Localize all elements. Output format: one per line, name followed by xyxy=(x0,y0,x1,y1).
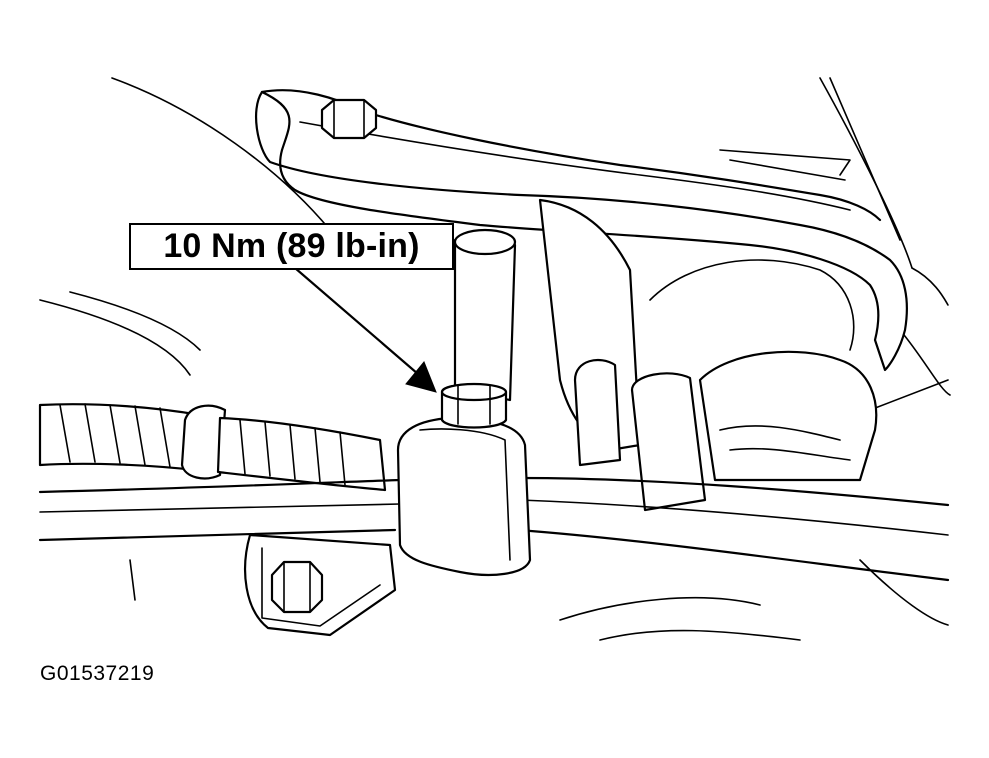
figure-id: G01537219 xyxy=(40,662,155,685)
torque-spec-label: 10 Nm (89 lb-in) xyxy=(163,227,420,265)
callout-leader-arrow xyxy=(293,266,437,393)
torque-callout-box: 10 Nm (89 lb-in) xyxy=(129,223,454,270)
corrugated-hose xyxy=(38,403,387,492)
arrowhead xyxy=(405,361,437,393)
clip-bolt xyxy=(440,382,508,429)
top-bolt xyxy=(320,98,378,140)
tube-clip xyxy=(396,416,532,576)
background-contours xyxy=(39,77,951,641)
right-housings xyxy=(538,198,878,512)
center-post xyxy=(453,228,517,402)
horizontal-tubes xyxy=(38,476,950,582)
lower-bracket xyxy=(244,533,397,637)
